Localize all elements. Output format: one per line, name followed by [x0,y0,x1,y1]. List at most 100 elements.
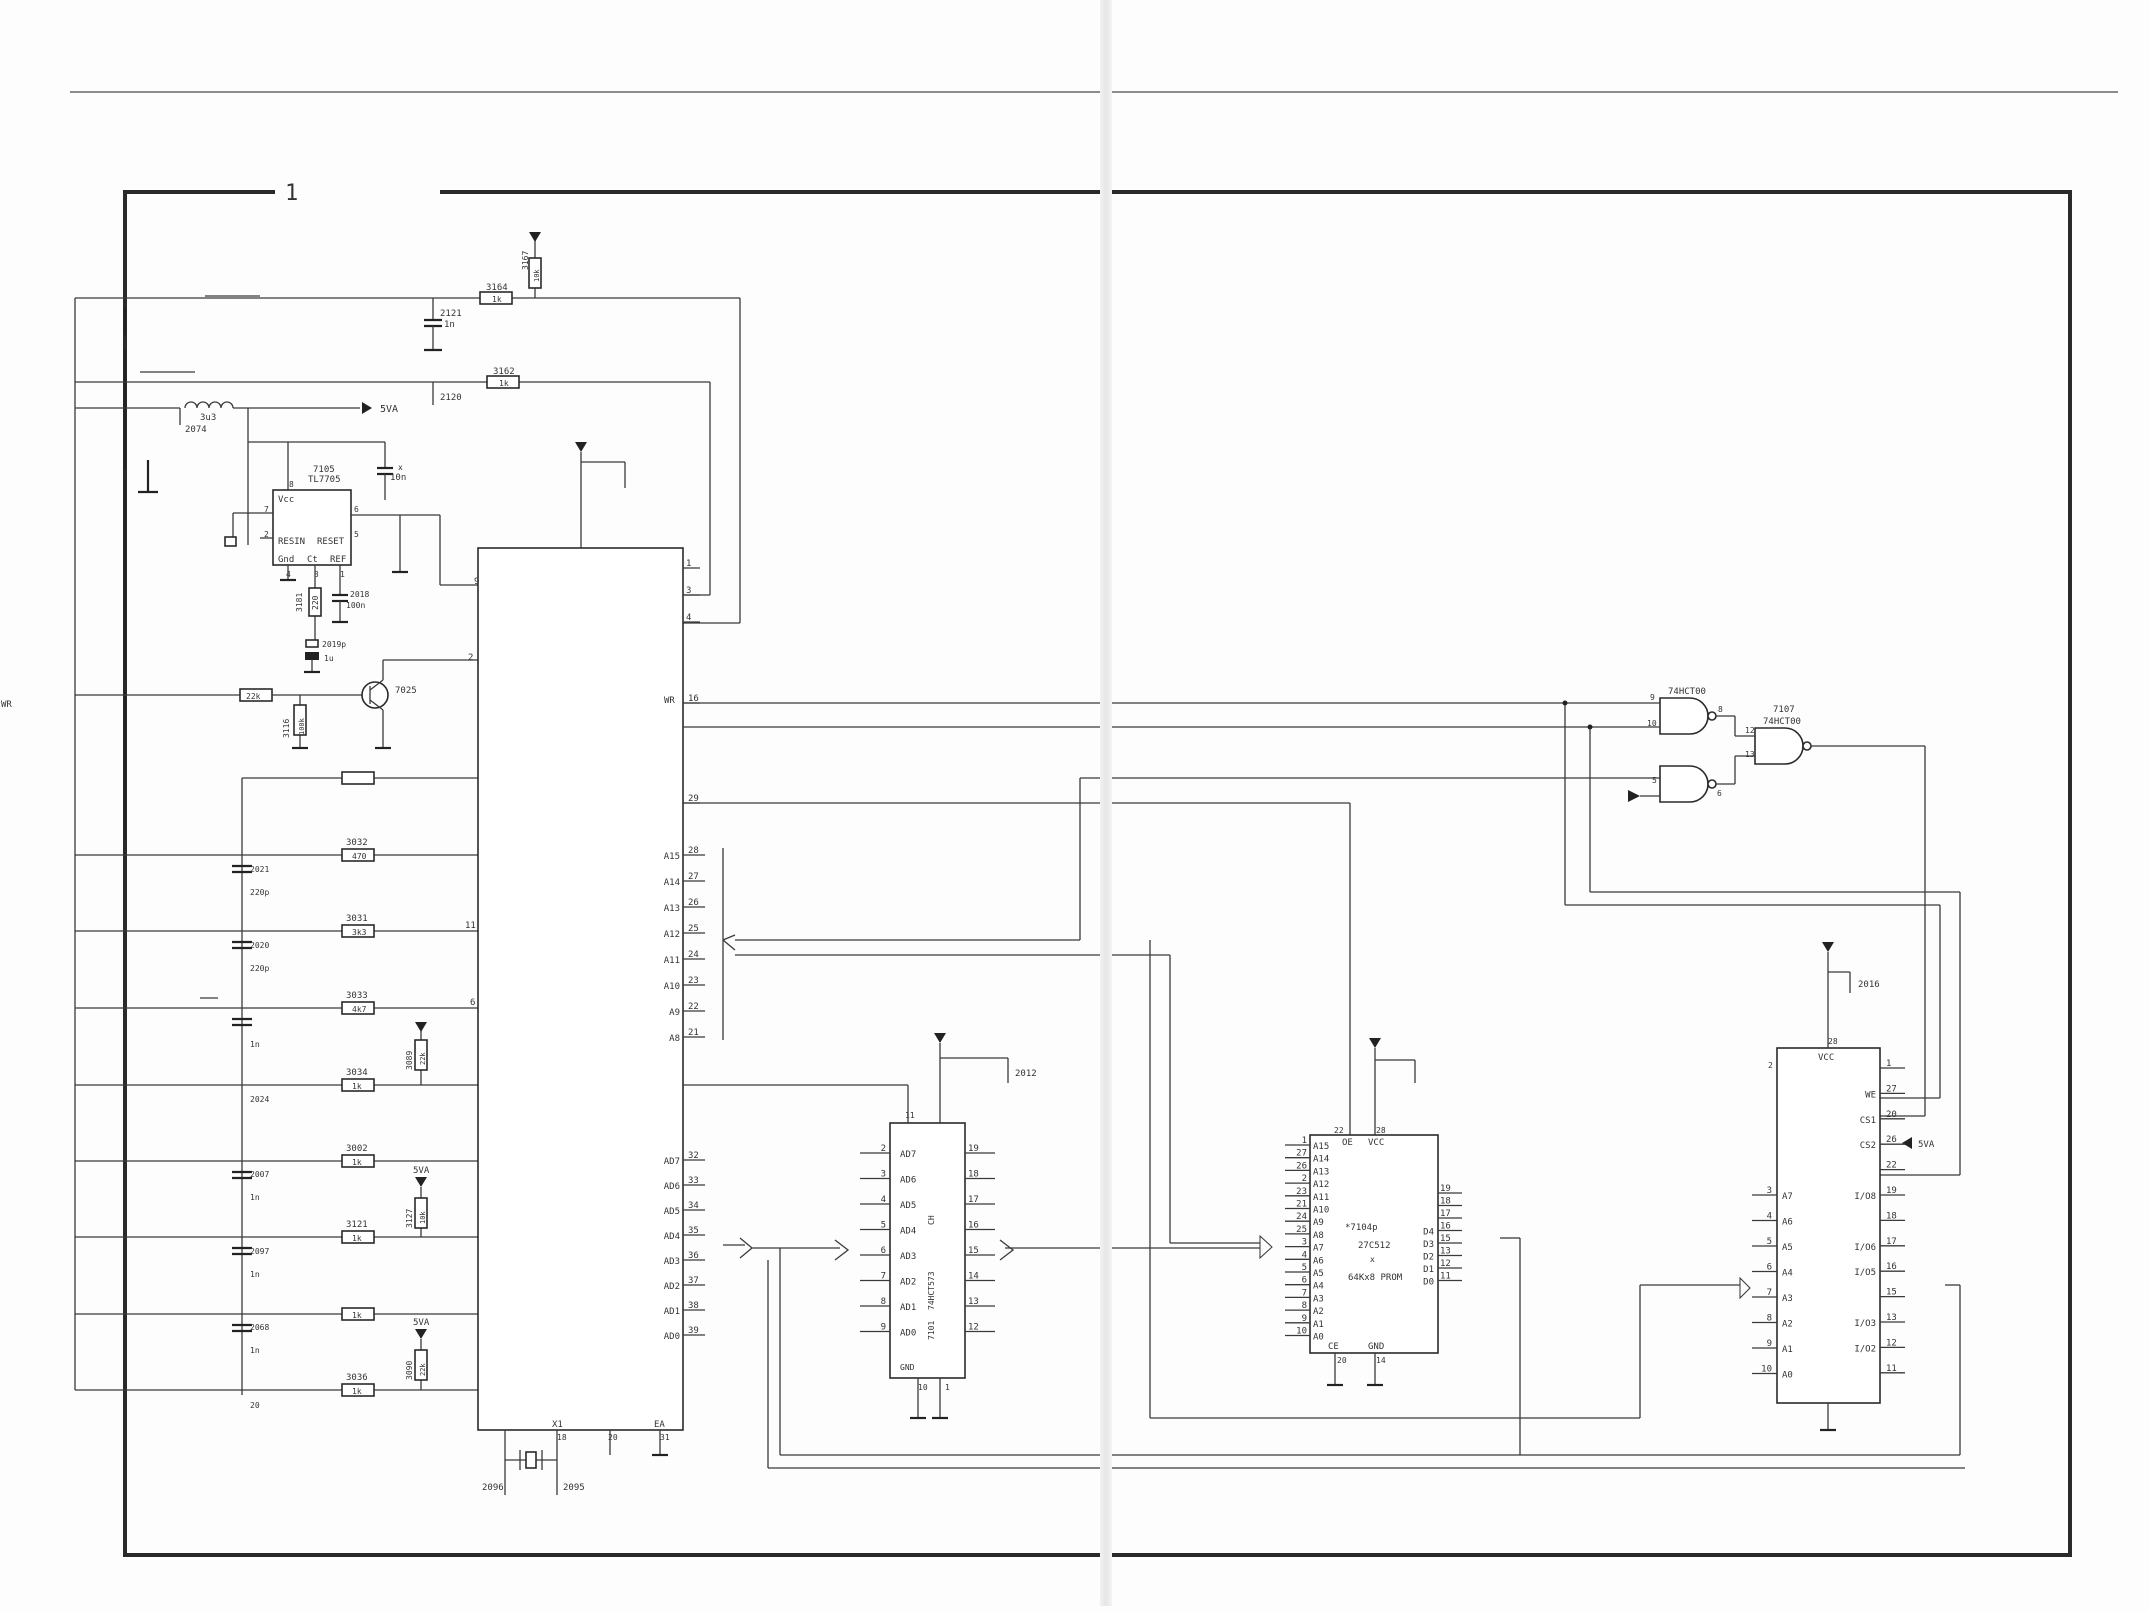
nand-pin-10: 10 [1647,719,1657,728]
mcu-a-num: 23 [688,976,699,986]
ram-a-1: 4A6 [1752,1212,1793,1228]
r3181-val: 220 [311,595,320,610]
c2018-val: 100n [346,601,365,610]
c2096-ref: 2096 [482,1483,504,1493]
eprom-d-num: 18 [1440,1197,1451,1207]
eprom-address-pins: 1A1527A1426A132A1223A1121A1024A925A83A74… [1285,1136,1329,1343]
eprom-a-name: A11 [1313,1193,1329,1203]
c1n-val: 1n [250,1040,260,1049]
r3031-val: 3k3 [352,928,367,937]
ram-5va: 5VA [1918,1140,1935,1150]
transistor-7025: 22k 7025 3116 100k [75,659,478,750]
latch-in-num: 4 [881,1195,886,1205]
r3036-val: 1k [352,1387,362,1396]
r3089-val: 22k [419,1052,427,1065]
nand-pin-12: 12 [1745,726,1755,735]
eprom-a-13: 8A2 [1285,1301,1324,1317]
eprom-d-num: 19 [1440,1184,1451,1194]
ram-r-name: CS1 [1860,1116,1876,1126]
mcu-ad-num: 39 [688,1326,699,1336]
c2016-ref: 2016 [1858,980,1880,990]
vcc-5va-label-2: 5VA [413,1166,430,1176]
ram-a-0: 3A7 [1752,1186,1793,1202]
ram-r-num: 27 [1886,1084,1897,1094]
l2074-val: 3u3 [200,413,216,423]
mcu-a-num: 25 [688,924,699,934]
vcc-5va-label-3: 5VA [413,1318,430,1328]
eprom-d-2: 17 [1438,1209,1462,1219]
latch-in-name: AD7 [900,1150,916,1160]
mcu-ctl-num: 29 [688,794,699,804]
eprom-a-num: 4 [1302,1250,1307,1260]
mcu-x1: X1 [552,1420,563,1430]
mcu-ad-num: 36 [688,1251,699,1261]
eprom-a-num: 9 [1302,1314,1307,1324]
ram-r-name: CS2 [1860,1141,1876,1151]
ram-pin-2: 2 [1768,1061,1773,1070]
eprom-ce: CE [1328,1342,1339,1352]
mcu-a-name: A10 [664,982,680,992]
ram-a-5: 8A2 [1752,1314,1793,1330]
c2068-val: 1n [250,1346,260,1355]
mcu-top-2: 4 [683,613,700,623]
latch-in-name: AD5 [900,1201,916,1211]
eprom-a-name: A7 [1313,1244,1324,1254]
eprom-desc: 64Kx8 PROM [1348,1273,1403,1283]
left-connector [74,295,260,1390]
u7105-type: TL7705 [308,475,341,485]
r3162-ref: 3162 [493,367,515,377]
latch-74hct573: GND 7101 74HCT573 CH 11 10 1 2012 2AD73A… [683,1033,1037,1420]
c2121-ref: 2121 [440,309,462,319]
sheet-number: 1 [285,181,298,206]
r3116-ref: 3116 [282,719,291,738]
ram-r-name: I/O5 [1854,1268,1876,1278]
mcu-pin-9: 9 [474,577,479,587]
latch-out-num: 12 [968,1323,979,1333]
ram-r-name: I/O3 [1854,1319,1876,1329]
vcc-5va-label: 5VA [380,404,398,415]
ram-r-5: 19I/O8 [1854,1186,1905,1202]
reset-network: 3164 1k 3167 10k 2121 1n 3162 1k 2120 [75,232,741,624]
nand-pin-8: 8 [1718,705,1723,714]
eprom-mark: x [1370,1255,1375,1264]
page-fold [1100,0,1112,1606]
u7105-ct: Ct [307,555,318,565]
ram-r-num: 26 [1886,1135,1897,1145]
latch-in-num: 7 [881,1272,886,1282]
mcu-ad-name: AD3 [664,1257,680,1267]
u7107-ref: 7107 [1773,705,1795,715]
r3127-val: 10k [419,1211,427,1224]
eprom-a-num: 27 [1296,1149,1307,1159]
eprom-a-name: A12 [1313,1180,1329,1190]
ram-r-6: 18 [1880,1211,1905,1221]
eprom-d-num: 16 [1440,1222,1451,1232]
svg-text:7: 7 [264,505,269,514]
latch-out-0: 19 [965,1144,995,1154]
svg-text:2: 2 [264,530,269,539]
latch-in-num: 5 [881,1221,886,1231]
c2020-val: 220p [250,964,269,973]
svg-text:6: 6 [354,505,359,514]
eprom-a-name: A0 [1313,1333,1324,1343]
mcu-wr: WR [664,696,675,706]
sheet-frame [123,190,2072,1557]
mcu-a-num: 27 [688,872,699,882]
eprom-a-num: 6 [1302,1276,1307,1286]
eprom-a-name: A10 [1313,1206,1329,1216]
ram-a-name: A1 [1782,1345,1793,1355]
